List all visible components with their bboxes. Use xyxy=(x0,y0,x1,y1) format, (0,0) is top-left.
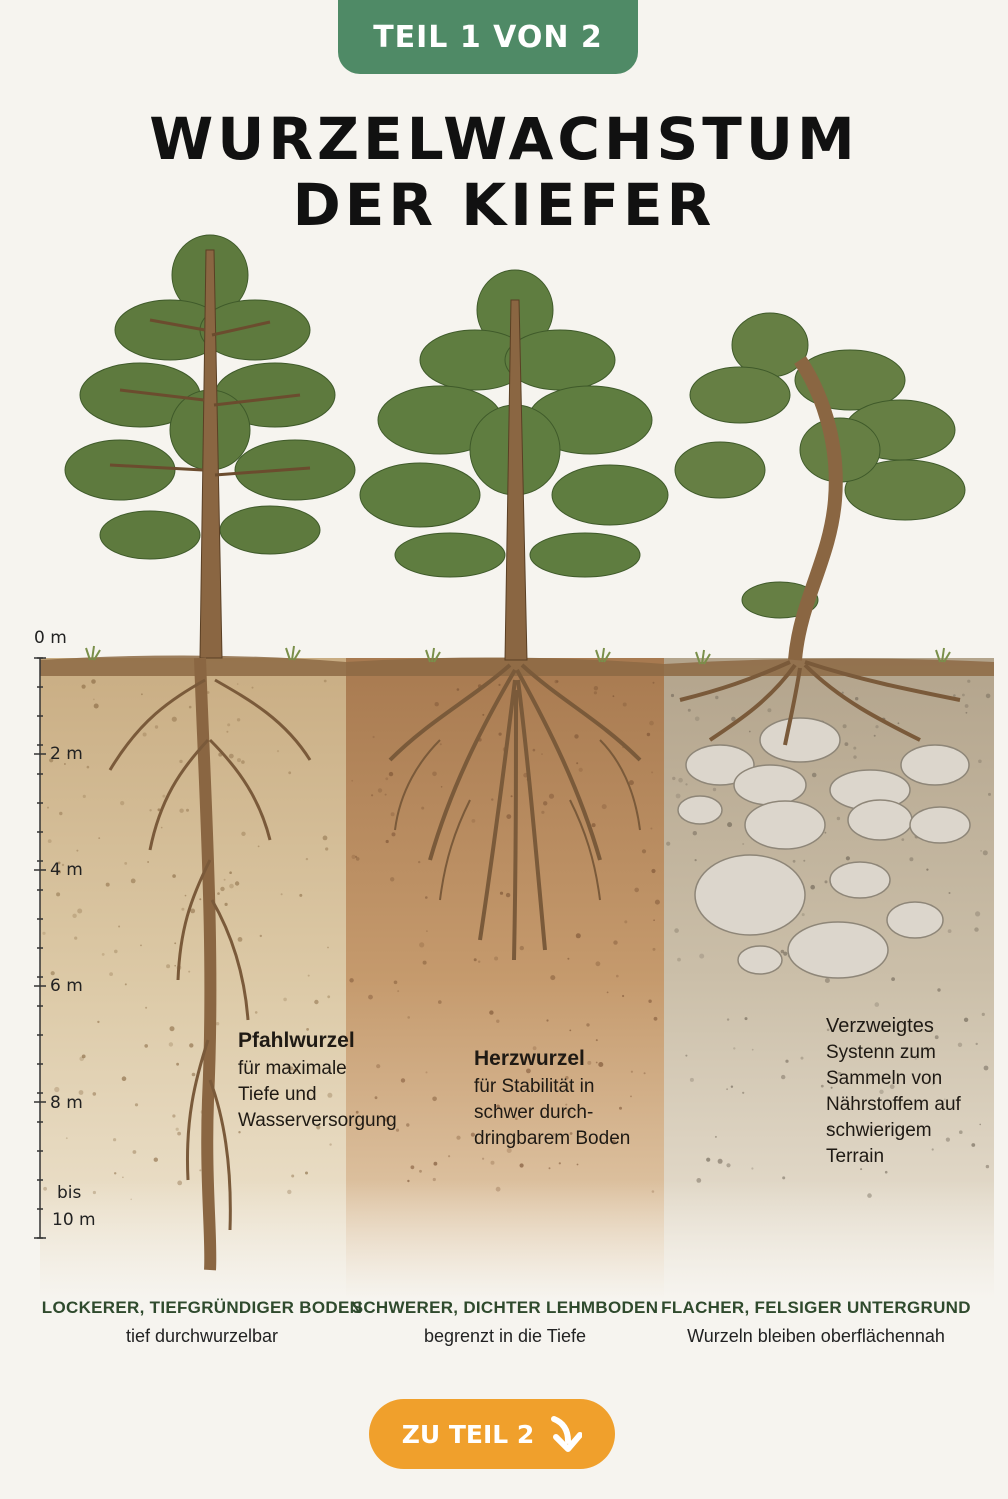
depth-label-6: 6 m xyxy=(50,976,83,996)
annotation-taproot: Pfahlwurzel für maximale Tiefe und Wasse… xyxy=(238,1026,397,1134)
depth-label-bis: bis xyxy=(57,1183,82,1203)
soil-caption-rocky: FLACHER, FELSIGER UNTERGRUND Wurzeln ble… xyxy=(648,1298,984,1347)
annotation-branched-line: Nährstoffem auf xyxy=(826,1094,961,1115)
annotation-heartroot-line: schwer durch- xyxy=(474,1102,594,1123)
depth-label-8: 8 m xyxy=(50,1093,83,1113)
annotation-branched-line: Systenn zum xyxy=(826,1042,936,1063)
title-line-1: WURZELWACHSTUM xyxy=(149,105,859,173)
next-part-label: ZU TEIL 2 xyxy=(401,1419,535,1449)
depth-label-10: 10 m xyxy=(52,1210,96,1230)
part-badge: TEIL 1 VON 2 xyxy=(338,0,638,74)
soil-caption-title: LOCKERER, TIEFGRÜNDIGER BODEN xyxy=(41,1298,363,1317)
tree-3-pine xyxy=(674,312,966,746)
rocks xyxy=(677,717,971,979)
depth-label-2: 2 m xyxy=(50,744,83,764)
annotation-heartroot: Herzwurzel für Stabilität in schwer durc… xyxy=(474,1044,630,1152)
annotation-taproot-title: Pfahlwurzel xyxy=(238,1029,355,1052)
annotation-taproot-line: Wasserversorgung xyxy=(238,1110,397,1131)
title-line-2: DER KIEFER xyxy=(292,171,716,239)
soil-caption-clay: SCHWERER, DICHTER LEHMBODEN begrenzt in … xyxy=(337,1298,673,1347)
annotation-heartroot-title: Herzwurzel xyxy=(474,1047,585,1070)
annotation-taproot-line: Tiefe und xyxy=(238,1084,317,1105)
annotation-taproot-line: für maximale xyxy=(238,1058,347,1079)
soil-caption-sandy: LOCKERER, TIEFGRÜNDIGER BODEN tief durch… xyxy=(34,1298,370,1347)
page-title: WURZELWACHSTUM DER KIEFER xyxy=(0,106,1008,238)
depth-label-0: 0 m xyxy=(34,628,67,648)
annotation-branched-line: Sammeln von xyxy=(826,1068,943,1089)
annotation-branched: Verzweigtes Systenn zum Sammeln von Nähr… xyxy=(826,1012,961,1170)
tree-2-crown xyxy=(359,269,669,578)
annotation-branched-title: Verzweigtes xyxy=(826,1015,934,1037)
soil-caption-subtitle: tief durchwurzelbar xyxy=(125,1326,279,1346)
grass xyxy=(85,645,951,665)
annotation-branched-line: Terrain xyxy=(826,1146,885,1167)
soil-caption-subtitle: Wurzeln bleiben oberflächennah xyxy=(687,1326,945,1346)
annotation-branched-line: schwierigem xyxy=(826,1120,932,1141)
annotation-heartroot-line: dringbarem Boden xyxy=(474,1128,631,1149)
next-part-button[interactable]: ZU TEIL 2 xyxy=(369,1399,615,1469)
soil-caption-title: FLACHER, FELSIGER UNTERGRUND xyxy=(661,1298,971,1317)
soil-caption-subtitle: begrenzt in die Tiefe xyxy=(423,1326,587,1346)
part-badge-label: TEIL 1 VON 2 xyxy=(373,19,603,55)
soil-caption-title: SCHWERER, DICHTER LEHMBODEN xyxy=(351,1298,659,1317)
arrow-down-right-icon xyxy=(548,1415,583,1453)
depth-label-4: 4 m xyxy=(50,860,83,880)
tree-1-pine xyxy=(64,234,356,1271)
annotation-heartroot-line: für Stabilität in xyxy=(474,1076,595,1097)
depth-scale xyxy=(34,657,46,1239)
tree-2-pine xyxy=(359,269,669,961)
